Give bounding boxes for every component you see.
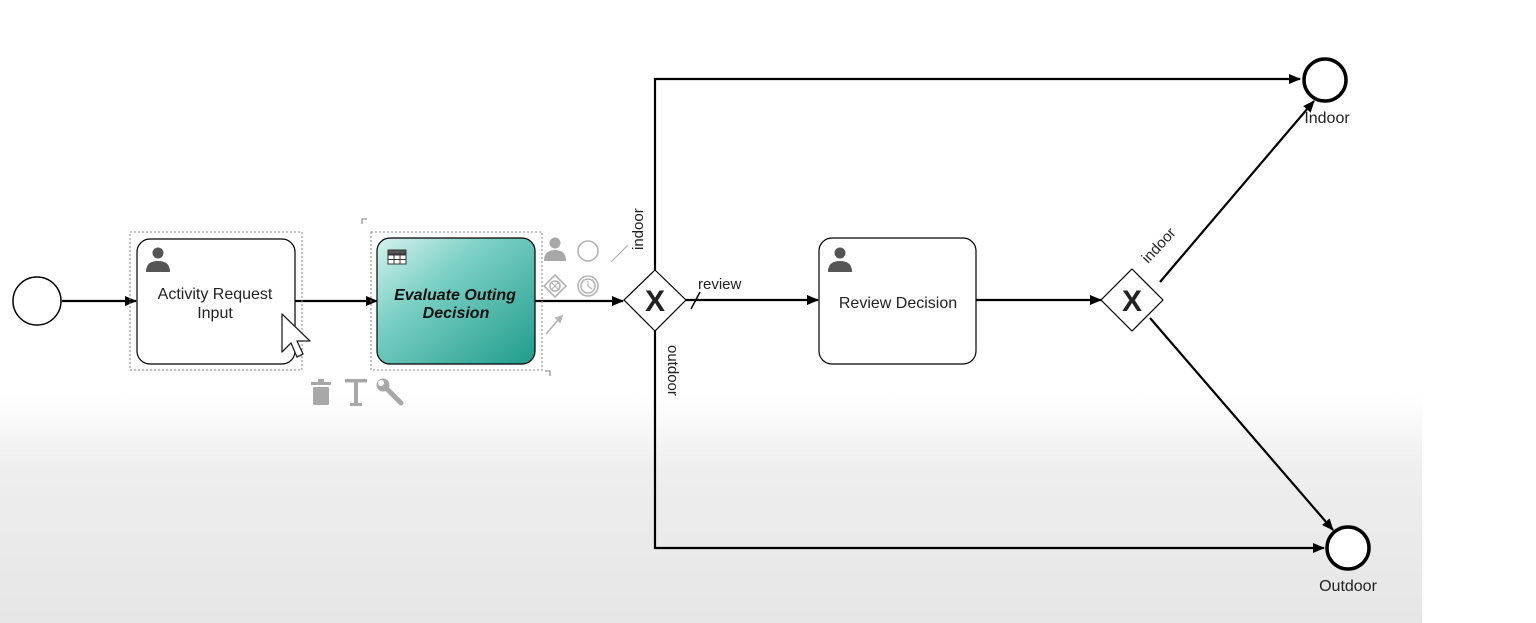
user-icon	[828, 247, 852, 272]
flow-gateway2-outdoor[interactable]	[1149, 317, 1334, 531]
gateway-icon[interactable]	[542, 273, 568, 299]
intermediate-timer-icon[interactable]	[577, 275, 599, 297]
trash-icon[interactable]	[311, 379, 331, 405]
flow-gateway1-indoor[interactable]	[653, 74, 1301, 270]
connector-icon[interactable]	[610, 244, 629, 263]
flow-label-gateway2-indoor: indoor	[1138, 225, 1179, 267]
activity-request-label-2: Input	[197, 305, 233, 322]
default-flow-marker	[690, 291, 701, 310]
sequence-flows	[62, 74, 1334, 553]
shape-palette	[542, 237, 629, 335]
evaluate-outing-label-1: Evaluate Outing	[394, 287, 516, 304]
text-icon[interactable]	[345, 379, 367, 406]
activity-request-task[interactable]: Activity Request Input	[129, 231, 303, 371]
flow-gateway1-outdoor[interactable]	[653, 331, 1325, 553]
activity-request-label-1: Activity Request	[158, 286, 273, 303]
table-icon	[387, 249, 407, 265]
selection-frame	[129, 231, 303, 371]
end-event-outdoor[interactable]	[1325, 525, 1371, 571]
end-event-outdoor-label: Outdoor	[1319, 578, 1377, 595]
user-icon	[146, 247, 170, 272]
end-event-indoor[interactable]	[1302, 57, 1348, 103]
selection-frame	[370, 231, 543, 371]
right-margin	[1422, 0, 1536, 623]
flow-label-gateway1-indoor: indoor	[630, 208, 647, 250]
end-event-indoor-label: Indoor	[1304, 110, 1350, 127]
exclusive-gateway-2[interactable]: X	[1100, 268, 1164, 332]
flow-label-gateway1-outdoor: outdoor	[664, 345, 681, 396]
end-event-icon[interactable]	[577, 240, 599, 262]
resize-handles	[361, 218, 551, 376]
evaluate-outing-label-2: Decision	[423, 305, 490, 322]
mouse-cursor-icon	[281, 313, 311, 358]
evaluate-outing-task[interactable]: Evaluate Outing Decision	[361, 218, 551, 376]
review-decision-label: Review Decision	[839, 295, 957, 312]
wrench-icon[interactable]	[376, 378, 404, 406]
exclusive-gateway-1[interactable]: X	[623, 269, 687, 332]
user-task-icon[interactable]	[544, 237, 566, 262]
start-event[interactable]	[12, 276, 62, 326]
gateway-1-marker: X	[645, 285, 665, 318]
gateway-2-marker: X	[1122, 285, 1142, 318]
flow-label-review: review	[698, 276, 742, 293]
flow-gateway2-indoor[interactable]	[1159, 100, 1315, 283]
morph-icon[interactable]	[545, 314, 564, 335]
element-toolbar	[311, 378, 404, 406]
review-decision-task[interactable]: Review Decision	[818, 237, 977, 365]
